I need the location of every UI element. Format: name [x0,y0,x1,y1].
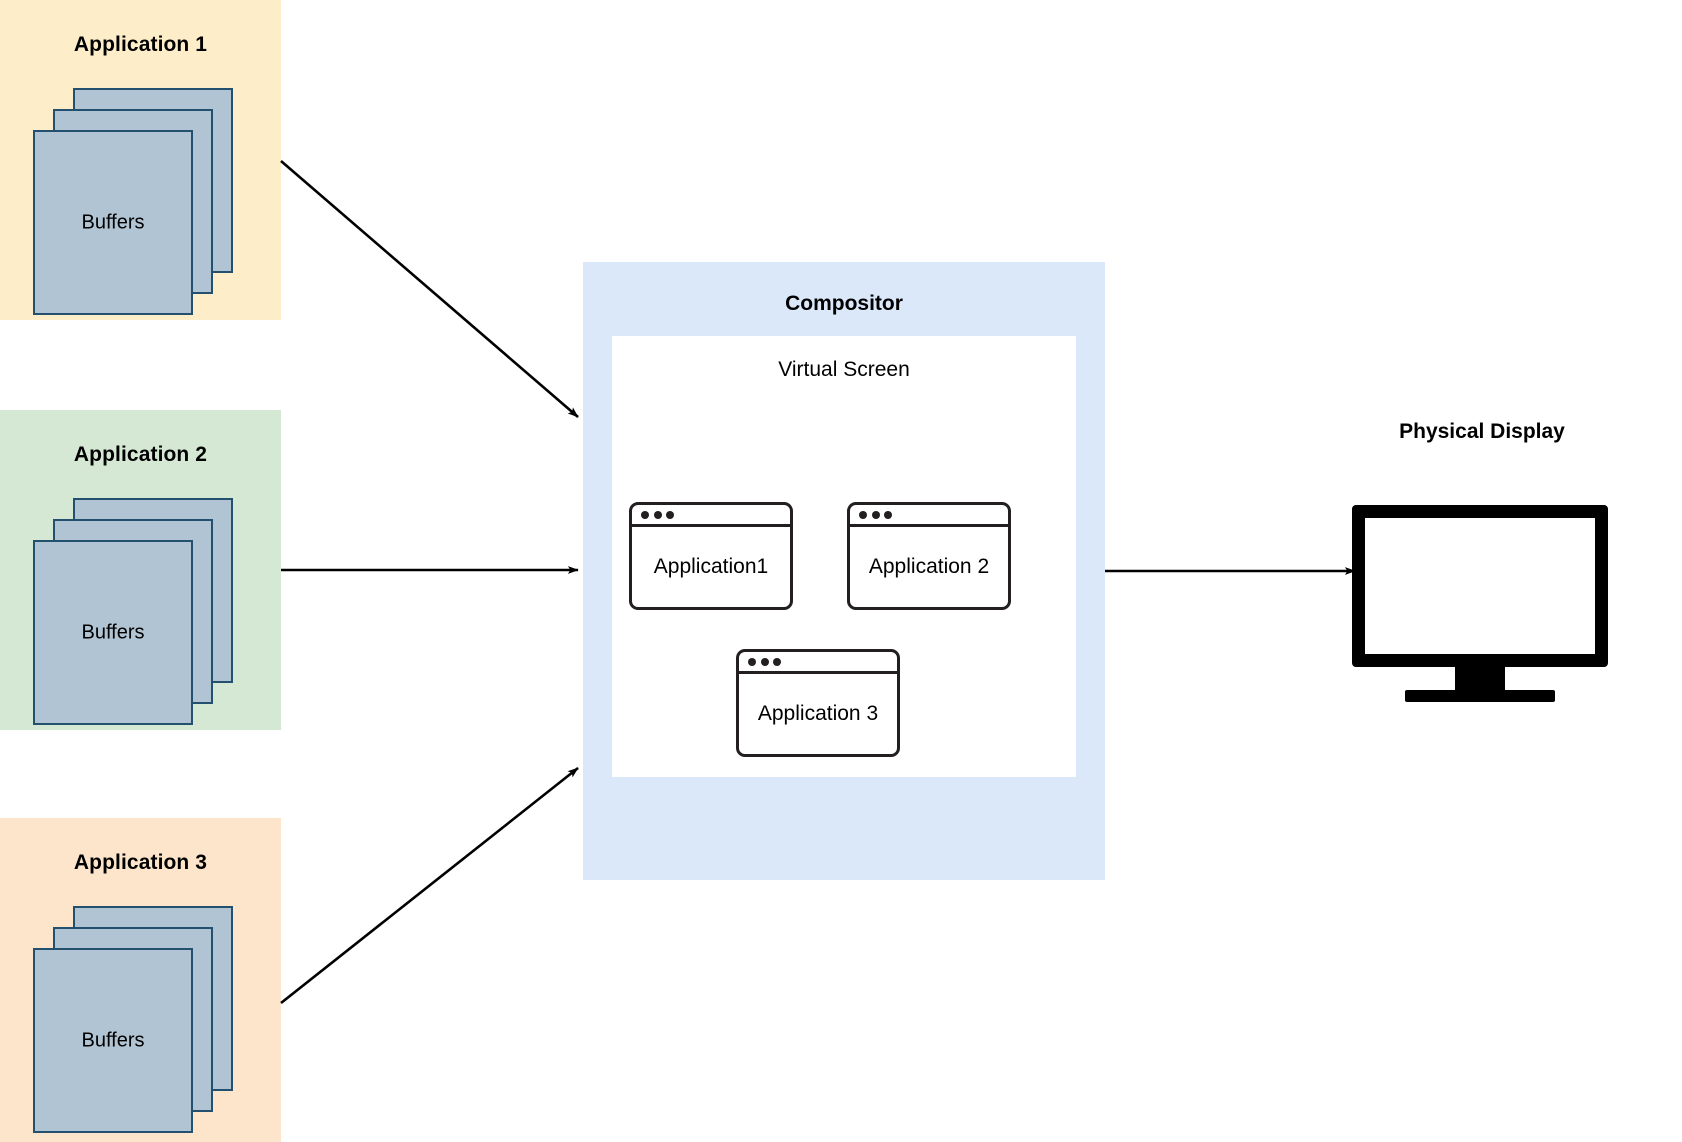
arrow-app3-to-compositor [280,766,579,1005]
window-titlebar [739,652,897,674]
arrow-app1-to-compositor [280,160,579,418]
compositor-panel: Compositor Virtual Screen Application1 A… [583,262,1105,880]
compositor-title: Compositor [785,292,903,315]
application-3-buffer-stack: Buffers [33,906,233,1133]
virtual-window-application3[interactable]: Application 3 [736,649,900,757]
physical-display-group: Physical Display [1352,420,1612,702]
application-2-panel: Application 2 Buffers [0,410,281,730]
window-controls-dots-icon [641,511,674,519]
application-2-buffers-label: Buffers [81,621,145,643]
virtual-window-application2[interactable]: Application 2 [847,502,1011,610]
virtual-screen-title: Virtual Screen [778,358,910,381]
window-titlebar [850,505,1008,527]
application-3-panel: Application 3 Buffers [0,818,281,1142]
virtual-window-application1[interactable]: Application1 [629,502,793,610]
virtual-screen-panel: Virtual Screen Application1 Application … [612,336,1076,777]
application-3-title: Application 3 [73,851,208,874]
window-controls-dots-icon [748,658,781,666]
monitor-base [1405,690,1555,702]
application-1-panel: Application 1 Buffers [0,0,281,320]
window-controls-dots-icon [859,511,892,519]
application-3-buffers-label: Buffers [81,1029,145,1051]
application-1-buffer-stack: Buffers [33,88,233,315]
buffer-sheet-front: Buffers [33,130,193,315]
virtual-window-label: Application1 [653,555,769,578]
monitor-neck [1455,664,1505,694]
virtual-window-label: Application 2 [868,555,990,578]
buffer-sheet-front: Buffers [33,948,193,1133]
window-titlebar [632,505,790,527]
virtual-window-label: Application 3 [757,702,879,725]
application-1-buffers-label: Buffers [81,211,145,233]
monitor-screen-icon [1352,505,1608,667]
physical-display-title: Physical Display [1399,420,1565,443]
buffer-sheet-front: Buffers [33,540,193,725]
application-2-buffer-stack: Buffers [33,498,233,725]
application-1-title: Application 1 [73,33,208,56]
application-2-title: Application 2 [73,443,208,466]
